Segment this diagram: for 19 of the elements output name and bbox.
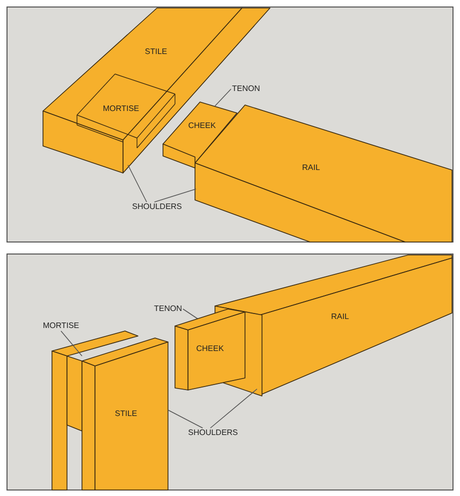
leader-line: [210, 388, 258, 428]
part-label: RAIL: [331, 313, 349, 321]
part-label: STILE: [114, 410, 138, 418]
part-label: STILE: [144, 48, 168, 56]
leader-line: [154, 188, 196, 202]
callout-label: MORTISE: [42, 322, 80, 330]
part-label: RAIL: [302, 164, 320, 172]
leader-line: [214, 88, 232, 106]
callout-label: TENON: [154, 305, 182, 313]
callout-label: SHOULDERS: [132, 203, 182, 211]
leader-line: [60, 330, 82, 356]
part-label: CHEEK: [188, 122, 216, 130]
leader-line: [168, 410, 204, 428]
leader-line: [182, 308, 198, 320]
part-label: MORTISE: [102, 105, 140, 113]
callout-label: SHOULDERS: [188, 429, 238, 437]
leader-line: [128, 164, 148, 202]
callout-label: TENON: [232, 85, 260, 93]
part-label: CHEEK: [196, 345, 224, 353]
